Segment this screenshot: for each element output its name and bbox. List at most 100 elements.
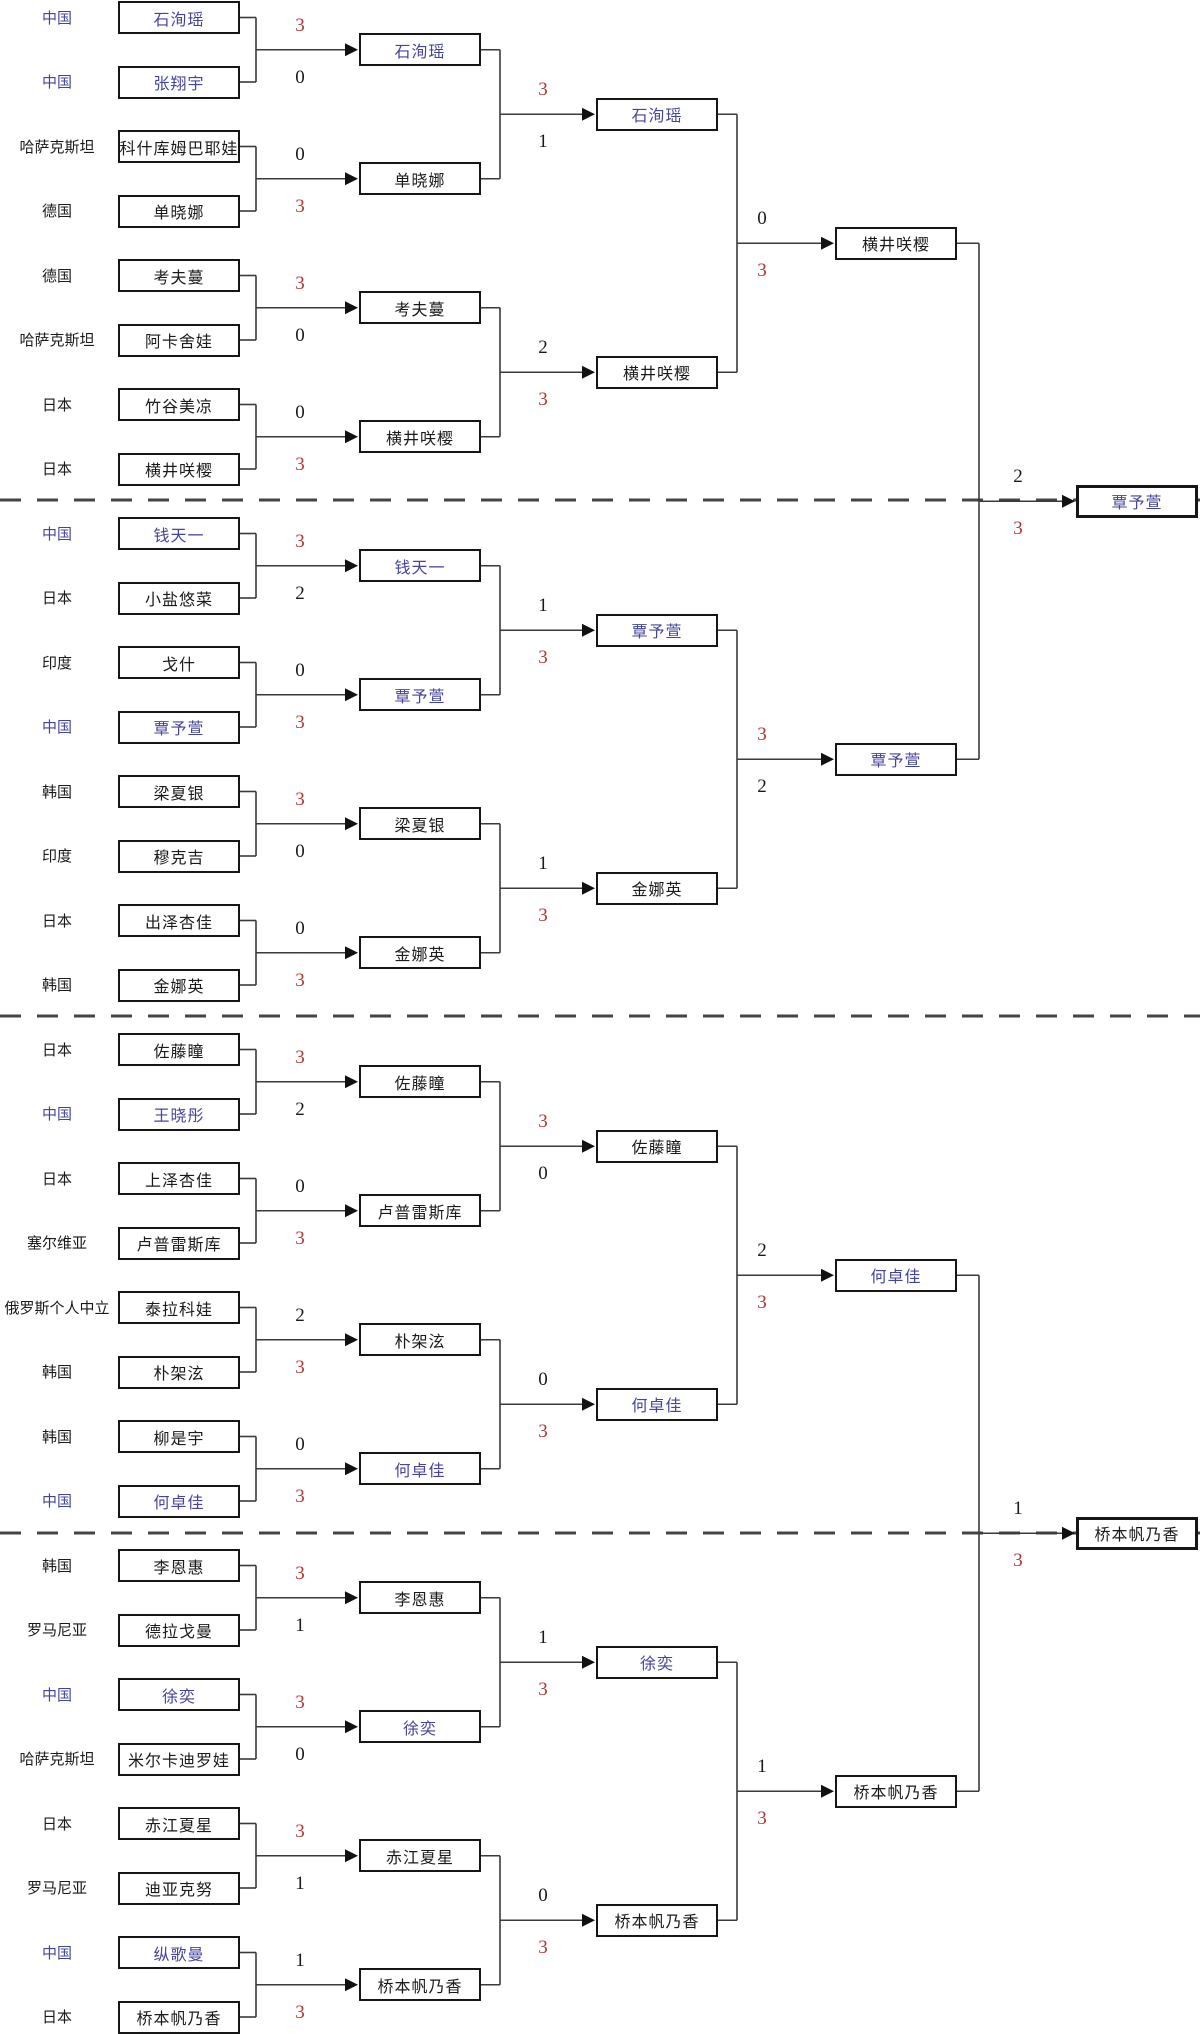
match-score-top: 0 xyxy=(295,143,305,165)
match-score-top: 1 xyxy=(1013,1498,1023,1520)
country-label: 日本 xyxy=(41,589,72,607)
match-score-top: 3 xyxy=(538,1111,548,1133)
country-label: 印度 xyxy=(41,653,72,672)
winner-box: 单晓娜 xyxy=(359,162,481,196)
country-label: 哈萨克斯坦 xyxy=(19,331,95,349)
country-label: 日本 xyxy=(41,460,72,478)
arrowhead-icon xyxy=(582,1913,595,1927)
arrowhead-icon xyxy=(345,430,358,444)
player-box: 朴架泫 xyxy=(118,1355,240,1389)
match-score-top: 0 xyxy=(538,1369,548,1391)
match-score-top: 3 xyxy=(295,1820,305,1842)
country-label: 中国 xyxy=(41,524,72,543)
winner-box: 佐藤瞳 xyxy=(596,1129,718,1163)
match-score-top: 0 xyxy=(295,401,305,423)
arrowhead-icon xyxy=(345,1978,358,1992)
match-score-top: 1 xyxy=(295,1949,305,1971)
match-score-top: 0 xyxy=(295,917,305,939)
country-label: 中国 xyxy=(41,1105,72,1123)
country-label: 日本 xyxy=(41,2008,72,2026)
player-box: 桥本帆乃香 xyxy=(118,2000,240,2034)
country-label: 德国 xyxy=(41,202,72,220)
arrowhead-icon xyxy=(821,752,834,766)
match-score-top: 3 xyxy=(295,14,305,36)
winner-box: 桥本帆乃香 xyxy=(835,1774,957,1808)
match-score-top: 1 xyxy=(538,595,548,617)
arrowhead-icon xyxy=(345,1204,358,1218)
country-label: 日本 xyxy=(41,1040,72,1059)
winner-box: 卢普雷斯库 xyxy=(359,1194,481,1228)
arrowhead-icon xyxy=(582,365,595,379)
arrowhead-icon xyxy=(345,1849,358,1863)
match-score-bottom: 2 xyxy=(295,1098,305,1120)
winner-box: 横井咲樱 xyxy=(359,420,481,454)
country-label: 日本 xyxy=(41,1814,72,1833)
player-box: 小盐悠菜 xyxy=(118,581,240,615)
match-score-top: 2 xyxy=(538,337,548,359)
winner-box: 赤江夏星 xyxy=(359,1839,481,1873)
match-score-bottom: 3 xyxy=(1013,518,1023,540)
player-box: 上泽杏佳 xyxy=(118,1162,240,1195)
winner-box: 横井咲樱 xyxy=(596,355,718,389)
country-label: 日本 xyxy=(41,395,72,414)
player-box: 赤江夏星 xyxy=(118,1807,240,1840)
arrowhead-icon xyxy=(345,1462,358,1476)
player-box: 徐奕 xyxy=(118,1678,240,1711)
match-score-bottom: 3 xyxy=(538,389,548,411)
winner-box: 覃予萱 xyxy=(359,678,481,712)
match-score-bottom: 2 xyxy=(757,776,767,798)
match-score-top: 3 xyxy=(295,530,305,552)
match-score-top: 3 xyxy=(295,1691,305,1713)
winner-box: 桥本帆乃香 xyxy=(1076,1516,1198,1550)
player-box: 阿卡舍娃 xyxy=(118,323,240,357)
country-label: 日本 xyxy=(41,911,72,930)
match-score-top: 1 xyxy=(757,1756,767,1778)
player-box: 竹谷美凉 xyxy=(118,388,240,421)
match-score-bottom: 3 xyxy=(295,2001,305,2023)
player-box: 张翔宇 xyxy=(118,65,240,99)
country-label: 哈萨克斯坦 xyxy=(19,1750,95,1768)
country-label: 中国 xyxy=(41,1943,72,1962)
country-label: 罗马尼亚 xyxy=(26,1621,87,1639)
country-label: 中国 xyxy=(41,718,72,736)
arrowhead-icon xyxy=(821,1268,834,1282)
player-box: 柳是宇 xyxy=(118,1420,240,1453)
winner-box: 覃予萱 xyxy=(596,613,718,647)
match-score-bottom: 1 xyxy=(295,1872,305,1894)
player-box: 王晓彤 xyxy=(118,1097,240,1131)
match-score-top: 3 xyxy=(538,79,548,101)
player-box: 梁夏银 xyxy=(118,775,240,808)
country-label: 韩国 xyxy=(41,1556,72,1575)
winner-box: 何卓佳 xyxy=(835,1258,957,1292)
player-box: 出泽杏佳 xyxy=(118,904,240,937)
player-box: 横井咲樱 xyxy=(118,452,240,486)
country-label: 中国 xyxy=(41,73,72,91)
match-score-bottom: 3 xyxy=(757,1292,767,1314)
match-score-bottom: 1 xyxy=(295,1614,305,1636)
player-box: 卢普雷斯库 xyxy=(118,1226,240,1260)
winner-box: 金娜英 xyxy=(359,936,481,970)
match-score-top: 0 xyxy=(757,208,767,230)
arrowhead-icon xyxy=(582,107,595,121)
match-score-top: 2 xyxy=(1013,466,1023,488)
country-label: 罗马尼亚 xyxy=(26,1879,87,1897)
winner-box: 徐奕 xyxy=(596,1645,718,1679)
arrowhead-icon xyxy=(1062,1526,1075,1540)
match-score-top: 3 xyxy=(295,788,305,810)
winner-box: 金娜英 xyxy=(596,871,718,905)
arrowhead-icon xyxy=(345,946,358,960)
player-box: 覃予萱 xyxy=(118,710,240,744)
arrowhead-icon xyxy=(345,43,358,57)
winner-box: 佐藤瞳 xyxy=(359,1065,481,1099)
player-box: 石洵瑶 xyxy=(118,1,240,34)
arrowhead-icon xyxy=(345,301,358,315)
match-score-top: 3 xyxy=(295,1562,305,1584)
match-score-bottom: 0 xyxy=(295,324,305,346)
winner-box: 桥本帆乃香 xyxy=(596,1903,718,1937)
arrowhead-icon xyxy=(582,1397,595,1411)
player-box: 佐藤瞳 xyxy=(118,1033,240,1066)
match-score-top: 0 xyxy=(295,1433,305,1455)
arrowhead-icon xyxy=(582,881,595,895)
